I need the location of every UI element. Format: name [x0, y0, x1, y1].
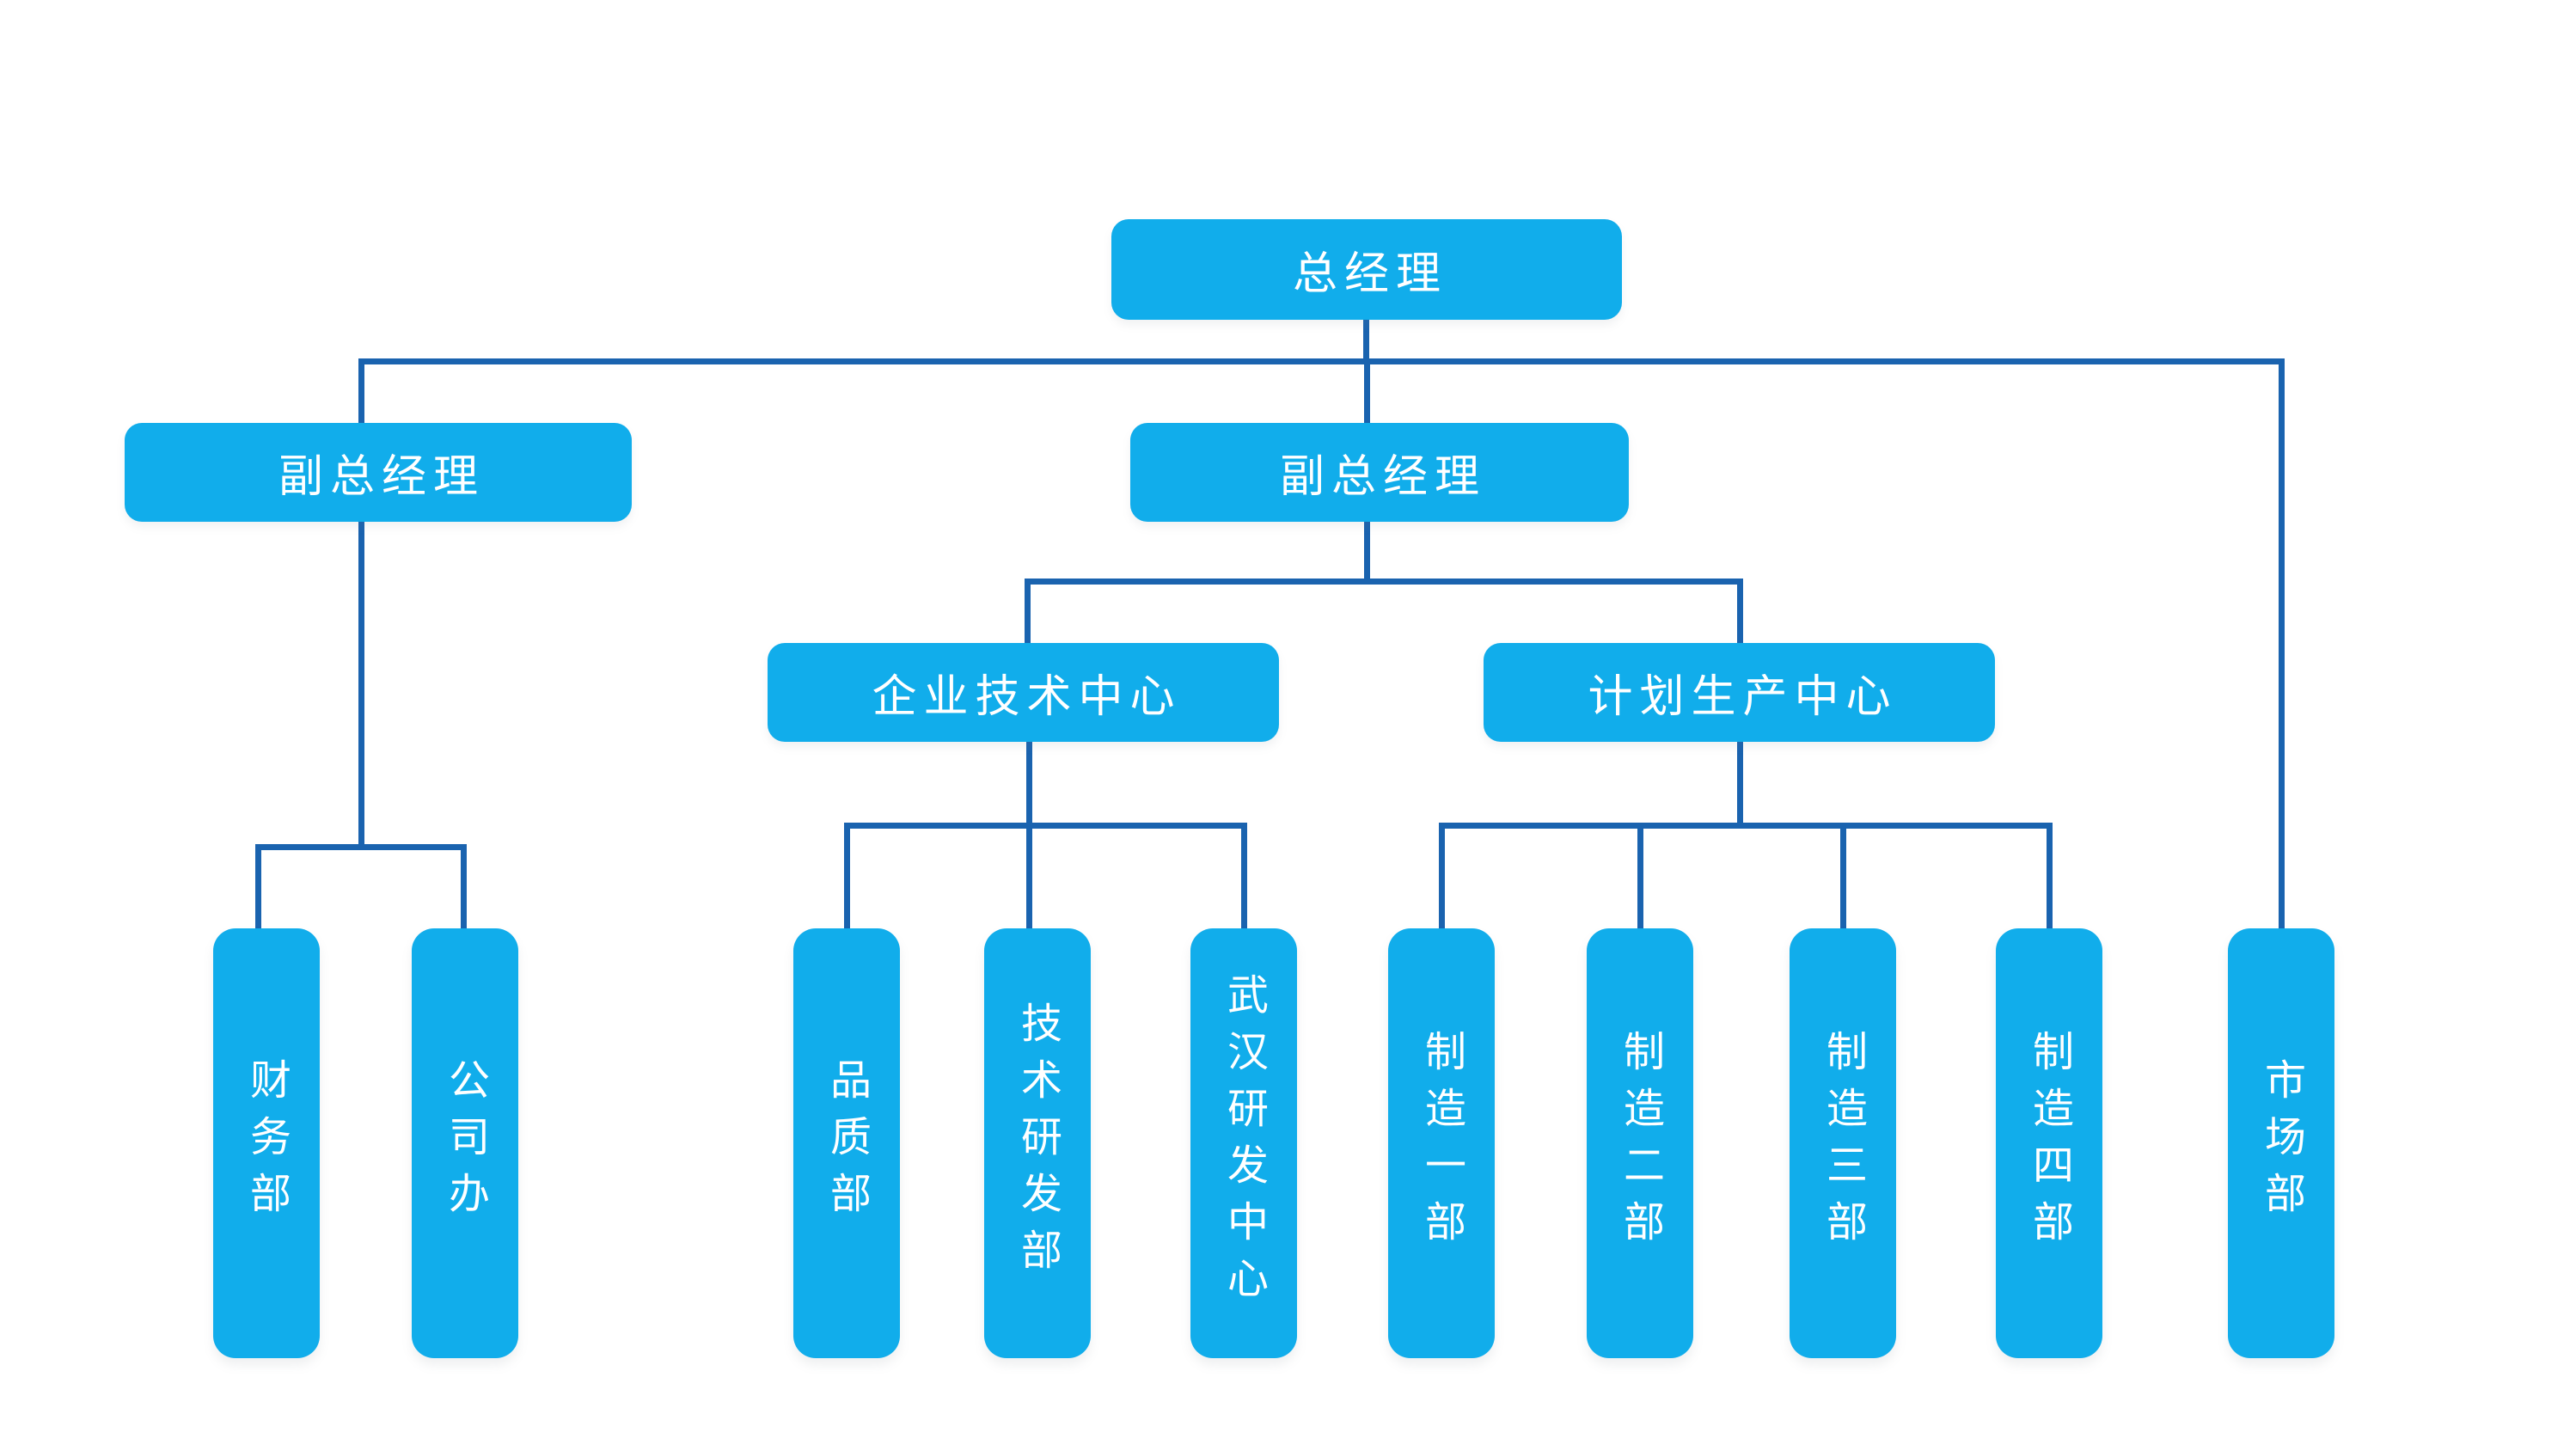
org-node-label: 制造四部	[2025, 1030, 2073, 1257]
connector-drop-production	[1737, 579, 1743, 647]
org-node-wuhan-rd-center: 武汉研发中心	[1190, 928, 1297, 1358]
connector-drop-deputy-center	[1364, 358, 1370, 427]
org-node-label: 副总经理	[278, 451, 485, 503]
org-node-deputy-gm-center: 副总经理	[1130, 423, 1629, 522]
org-node-marketing-dept: 市场部	[2228, 928, 2334, 1358]
org-node-label: 品质部	[823, 1058, 871, 1228]
org-node-manufacturing-dept-2: 制造二部	[1587, 928, 1693, 1358]
connector-root-stem	[1363, 314, 1369, 364]
org-node-quality-dept: 品质部	[793, 928, 900, 1358]
connector-mid-bus	[1025, 579, 1743, 585]
connector-drop-marketing	[2279, 358, 2285, 933]
connector-drop-quality	[844, 823, 850, 933]
connector-drop-mfg4	[2047, 823, 2053, 933]
connector-drop-wuhan-rd	[1241, 823, 1247, 933]
org-node-finance-dept: 财务部	[213, 928, 320, 1358]
connector-production-bus	[1439, 823, 2053, 829]
org-node-manufacturing-dept-1: 制造一部	[1388, 928, 1495, 1358]
org-node-label: 技术研发部	[1013, 1001, 1062, 1285]
org-node-general-manager: 总经理	[1111, 219, 1622, 320]
org-node-manufacturing-dept-4: 制造四部	[1996, 928, 2102, 1358]
connector-drop-mfg3	[1840, 823, 1846, 933]
org-node-label: 制造二部	[1616, 1030, 1664, 1257]
connector-drop-mfg1	[1439, 823, 1445, 933]
org-node-label: 财务部	[242, 1058, 291, 1228]
connector-deputy-left-stem	[358, 517, 364, 850]
connector-drop-company-office	[461, 844, 467, 933]
org-node-label: 制造一部	[1417, 1030, 1465, 1257]
connector-tech-center-stem	[1026, 738, 1032, 829]
org-node-tech-rd-dept: 技术研发部	[984, 928, 1091, 1358]
org-node-label: 武汉研发中心	[1220, 973, 1268, 1313]
org-node-label: 总经理	[1292, 248, 1447, 300]
connector-drop-deputy-left	[358, 358, 364, 427]
connector-drop-finance	[255, 844, 261, 933]
org-node-manufacturing-dept-3: 制造三部	[1790, 928, 1896, 1358]
connector-production-stem	[1737, 738, 1743, 829]
org-node-deputy-gm-left: 副总经理	[125, 423, 632, 522]
org-node-label: 市场部	[2257, 1058, 2305, 1228]
org-node-enterprise-tech-center: 企业技术中心	[768, 643, 1279, 742]
org-node-planning-production-center: 计划生产中心	[1484, 643, 1995, 742]
org-node-label: 公司办	[441, 1058, 489, 1228]
org-node-label: 企业技术中心	[872, 671, 1182, 723]
connector-left-bus	[255, 844, 467, 850]
connector-tech-bus	[844, 823, 1247, 829]
org-node-label: 计划生产中心	[1588, 671, 1898, 723]
connector-deputy-center-stem	[1364, 517, 1370, 585]
connector-drop-tech-rd	[1026, 823, 1032, 933]
connector-drop-tech-center	[1025, 579, 1031, 647]
connector-drop-mfg2	[1637, 823, 1643, 933]
connector-top-bus	[358, 358, 2284, 364]
org-node-label: 制造三部	[1819, 1030, 1867, 1257]
org-node-label: 副总经理	[1279, 451, 1486, 503]
org-node-company-office: 公司办	[412, 928, 518, 1358]
